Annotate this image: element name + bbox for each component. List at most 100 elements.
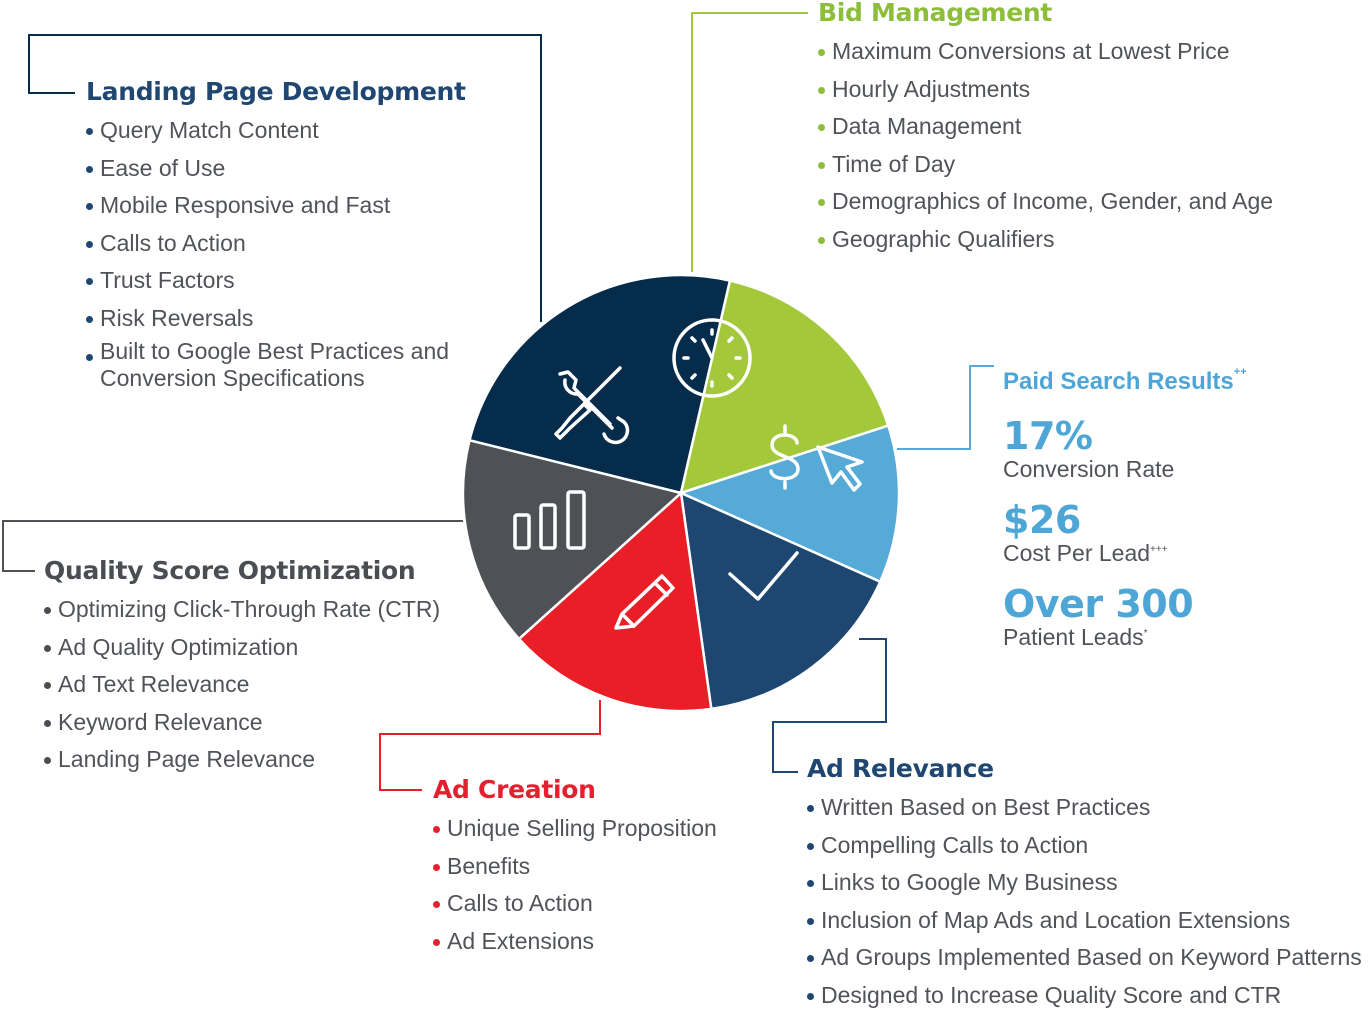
pencil-icon bbox=[614, 574, 675, 630]
list-item-text: Ad Quality Optimization bbox=[58, 633, 299, 660]
bullet-dot bbox=[86, 128, 93, 135]
tools-icon bbox=[554, 366, 630, 445]
clock-icon bbox=[672, 318, 752, 398]
stat-value: $26 bbox=[1003, 497, 1081, 542]
list-item-text: Links to Google My Business bbox=[821, 869, 1118, 896]
list-item: Keyword Relevance bbox=[44, 704, 440, 742]
list-item-text: Ad Groups Implemented Based on Keyword P… bbox=[821, 944, 1362, 971]
bullet-dot bbox=[44, 644, 51, 652]
list-item-text: Designed to Increase Quality Score and C… bbox=[821, 981, 1282, 1008]
list-item-text: Unique Selling Proposition bbox=[447, 815, 717, 841]
checkmark-icon bbox=[728, 551, 799, 601]
list-item-text: Query Match Content bbox=[100, 117, 319, 143]
list-item: Time of Day bbox=[818, 146, 1273, 184]
list-item: Unique Selling Proposition bbox=[433, 810, 717, 848]
wheel-segment-landing-page-development bbox=[467, 273, 732, 495]
bullet-dot bbox=[807, 955, 814, 963]
list-item-text: Ad Text Relevance bbox=[58, 671, 250, 698]
bullet-dot bbox=[818, 236, 825, 244]
list-item-text: Compelling Calls to Action bbox=[821, 831, 1089, 858]
list-item: Ad Extensions bbox=[433, 923, 717, 961]
list-item: Geographic Qualifiers bbox=[818, 221, 1273, 259]
list-item: Inclusion of Map Ads and Location Extens… bbox=[807, 902, 1362, 940]
stat-item: 17%Conversion Rate bbox=[1003, 416, 1363, 482]
list-item-text: Mobile Responsive and Fast bbox=[100, 192, 391, 219]
stat-footnote: +++ bbox=[1150, 543, 1168, 555]
stat-value: Over 300 bbox=[1003, 581, 1194, 626]
list-item-text: Ease of Use bbox=[100, 154, 226, 181]
bullet-dot bbox=[818, 86, 825, 94]
wheel-segment-quality-score-optimization bbox=[461, 438, 684, 641]
bullet-dot bbox=[807, 917, 814, 925]
list-item-text: Calls to Action bbox=[100, 229, 246, 256]
stat-label-text: Conversion Rate bbox=[1003, 455, 1175, 482]
list-item-text: Maximum Conversions at Lowest Price bbox=[832, 38, 1230, 64]
list-item-text: Inclusion of Map Ads and Location Extens… bbox=[821, 906, 1291, 933]
list-item: Demographics of Income, Gender, and Age bbox=[818, 183, 1273, 221]
bullet-dot bbox=[86, 278, 93, 286]
bullet-dot bbox=[86, 353, 93, 361]
landing-page-title: Landing Page Development bbox=[86, 77, 466, 106]
list-item-text: Landing Page Relevance bbox=[58, 746, 316, 773]
list-item: Compelling Calls to Action bbox=[807, 827, 1362, 865]
list-item: Maximum Conversions at Lowest Price bbox=[818, 33, 1273, 71]
bullet-dot bbox=[818, 124, 825, 132]
bullet-dot bbox=[807, 842, 814, 850]
list-item: Risk Reversals bbox=[86, 300, 466, 338]
stat-footnote: * bbox=[1143, 627, 1148, 639]
list-item: Ease of Use bbox=[86, 150, 466, 188]
list-item: Ad Groups Implemented Based on Keyword P… bbox=[807, 939, 1362, 977]
bullet-dot bbox=[807, 992, 814, 1000]
list-item: Ad Quality Optimization bbox=[44, 629, 440, 667]
list-item-text: Trust Factors bbox=[100, 267, 235, 294]
list-item: Data Management bbox=[818, 108, 1273, 146]
list-item-text: Hourly Adjustments bbox=[832, 75, 1031, 102]
bullet-dot bbox=[44, 719, 51, 727]
list-item: Trust Factors bbox=[86, 262, 466, 300]
wheel-segment-paid-search-results bbox=[677, 424, 901, 584]
connector-landing bbox=[28, 34, 542, 322]
list-item: Benefits bbox=[433, 848, 717, 886]
list-item: Landing Page Relevance bbox=[44, 741, 440, 779]
stat-label: Cost Per Lead+++ bbox=[1003, 540, 1363, 566]
stat-label-text: Patient Leads bbox=[1003, 623, 1144, 650]
bullet-dot bbox=[433, 863, 440, 871]
list-item-text: Written Based on Best Practices bbox=[821, 794, 1151, 820]
connector-creation bbox=[379, 700, 601, 791]
bullet-dot bbox=[818, 49, 825, 56]
paid-search-results-block: Paid Search Results++ 17%Conversion Rate… bbox=[1003, 348, 1363, 650]
list-item-text: Risk Reversals bbox=[100, 304, 254, 331]
connector-relevance bbox=[772, 638, 887, 773]
bullet-dot bbox=[818, 199, 825, 207]
list-item-text: Ad Extensions bbox=[447, 927, 595, 954]
wheel-segment-ad-creation bbox=[517, 490, 713, 713]
bullet-dot bbox=[433, 826, 440, 833]
landing-page-block: Landing Page Development Query Match Con… bbox=[86, 76, 466, 397]
bullet-dot bbox=[86, 240, 93, 248]
bullet-dot bbox=[818, 161, 825, 169]
list-item-text: Keyword Relevance bbox=[58, 708, 263, 735]
connector-bid bbox=[691, 12, 808, 272]
list-item-text: Demographics of Income, Gender, and Age bbox=[832, 188, 1274, 215]
bullet-dot bbox=[44, 682, 51, 690]
ad-relevance-title: Ad Relevance bbox=[807, 754, 994, 783]
list-item: Calls to Action bbox=[86, 225, 466, 263]
stat-label: Conversion Rate bbox=[1003, 456, 1363, 482]
stat-value: 17% bbox=[1003, 413, 1093, 458]
wheel-segment-ad-relevance bbox=[679, 490, 882, 711]
bar-chart-icon bbox=[513, 490, 586, 550]
stat-label: Patient Leads* bbox=[1003, 624, 1363, 650]
list-item: Hourly Adjustments bbox=[818, 71, 1273, 109]
bullet-dot bbox=[433, 938, 440, 946]
list-item-text: Time of Day bbox=[832, 150, 956, 177]
list-item-text: Built to Google Best Practices and Conve… bbox=[100, 337, 450, 391]
bid-management-block: Bid Management Maximum Conversions at Lo… bbox=[818, 0, 1273, 259]
results-title-footnote: ++ bbox=[1233, 365, 1247, 378]
quality-score-list: Optimizing Click-Through Rate (CTR)Ad Qu… bbox=[44, 591, 440, 779]
list-item: Links to Google My Business bbox=[807, 864, 1362, 902]
